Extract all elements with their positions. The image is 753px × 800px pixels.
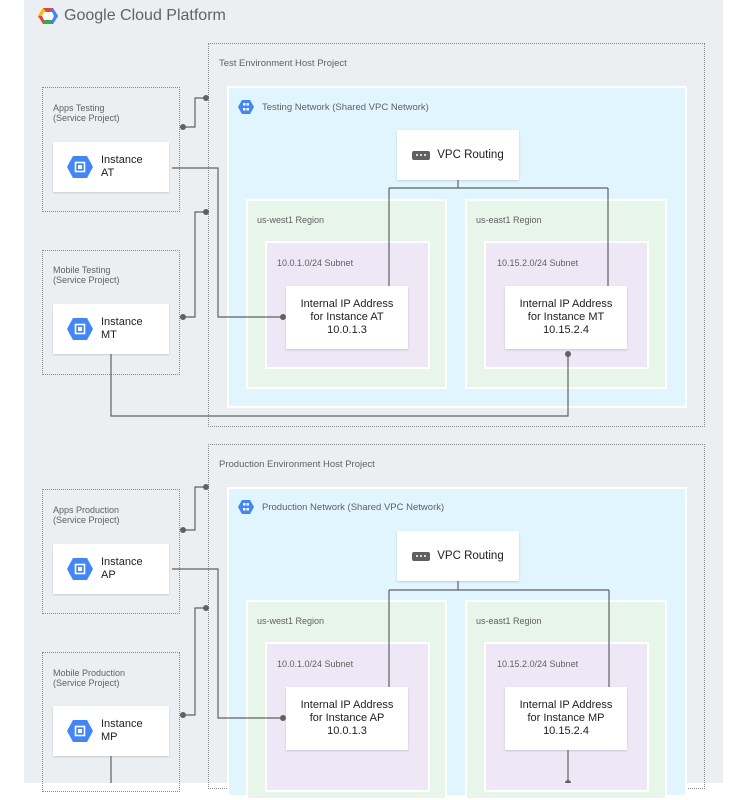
ip-address: 10.0.1.3 (327, 324, 367, 336)
test-vpc-routing: VPC Routing (397, 130, 519, 180)
router-icon (412, 150, 431, 160)
test-vpc-routing-label: VPC Routing (437, 149, 504, 161)
apps-testing-label: Apps Testing(Service Project) (53, 103, 120, 123)
ip-line: for Instance MP (527, 712, 605, 724)
prod-host-label: Production Environment Host Project (219, 459, 375, 470)
test-subnet-east-label: 10.15.2.0/24 Subnet (497, 258, 579, 268)
test-host-label: Test Environment Host Project (219, 58, 347, 69)
test-region-east-label: us-east1 Region (476, 215, 542, 225)
instance-label: Instance (101, 154, 143, 166)
prod-vpc-routing-label: VPC Routing (437, 550, 504, 562)
connector-test-vpc-routing (388, 180, 609, 286)
prod-network-header: Production Network (Shared VPC Network) (238, 499, 444, 515)
compute-engine-icon (67, 720, 93, 742)
connector-at-ip (172, 167, 283, 318)
connector-ap-ip (172, 568, 283, 719)
ip-line: Internal IP Address (519, 298, 613, 310)
instance-id: MP (101, 731, 118, 743)
instance-label: Instance (101, 556, 143, 568)
prod-region-east-label: us-east1 Region (476, 616, 542, 626)
apps-production-project (42, 489, 180, 614)
instance-id: AP (101, 569, 116, 581)
instance-label: Instance (101, 718, 143, 730)
instance-id: AT (101, 167, 115, 179)
ip-line: for Instance AP (309, 712, 385, 724)
compute-engine-icon (67, 156, 93, 178)
ip-line: for Instance MT (527, 311, 605, 323)
gcp-logo: Google Cloud Platform (38, 5, 226, 27)
ip-line: for Instance AT (310, 311, 384, 323)
compute-engine-icon (67, 558, 93, 580)
ip-address: 10.0.1.3 (327, 725, 367, 737)
prod-vpc-routing: VPC Routing (397, 531, 519, 581)
mobile-testing-label: Mobile Testing(Service Project) (53, 265, 120, 285)
gcp-hexagon-icon (38, 8, 58, 24)
ip-line: Internal IP Address (300, 699, 394, 711)
prod-region-west-label: us-west1 Region (257, 616, 325, 626)
test-subnet-west-label: 10.0.1.0/24 Subnet (277, 258, 354, 268)
prod-subnet-west-label: 10.0.1.0/24 Subnet (277, 659, 354, 669)
apps-testing-project (42, 87, 180, 212)
shared-vpc-icon (238, 100, 254, 114)
connector-mt-ip (110, 354, 569, 417)
apps-production-label: Apps Production(Service Project) (53, 505, 120, 525)
prod-network-label: Production Network (Shared VPC Network) (262, 501, 445, 513)
test-network-label: Testing Network (Shared VPC Network) (262, 101, 429, 113)
compute-engine-icon (67, 318, 93, 340)
test-network-header: Testing Network (Shared VPC Network) (238, 99, 429, 115)
connector-mobile-production-host (183, 607, 206, 716)
prod-subnet-east-label: 10.15.2.0/24 Subnet (497, 659, 579, 669)
instance-id: MT (101, 329, 117, 341)
ip-address: 10.15.2.4 (543, 324, 589, 336)
connector-apps-production-host (183, 486, 206, 531)
router-icon (412, 551, 431, 561)
connector-apps-testing-host (183, 97, 206, 128)
shared-vpc-icon (238, 500, 254, 514)
test-host-project (208, 43, 705, 427)
ip-line: Internal IP Address (300, 298, 394, 310)
connector-prod-vpc-routing (388, 581, 610, 687)
connector-mobile-testing-host (183, 211, 206, 318)
test-region-west-label: us-west1 Region (257, 215, 325, 225)
mobile-production-label: Mobile Production(Service Project) (53, 668, 126, 688)
ip-line: Internal IP Address (519, 699, 613, 711)
instance-label: Instance (101, 316, 143, 328)
brand-name: Google Cloud Platform (64, 7, 226, 24)
ip-address: 10.15.2.4 (543, 725, 589, 737)
connector-lines (110, 95, 610, 783)
